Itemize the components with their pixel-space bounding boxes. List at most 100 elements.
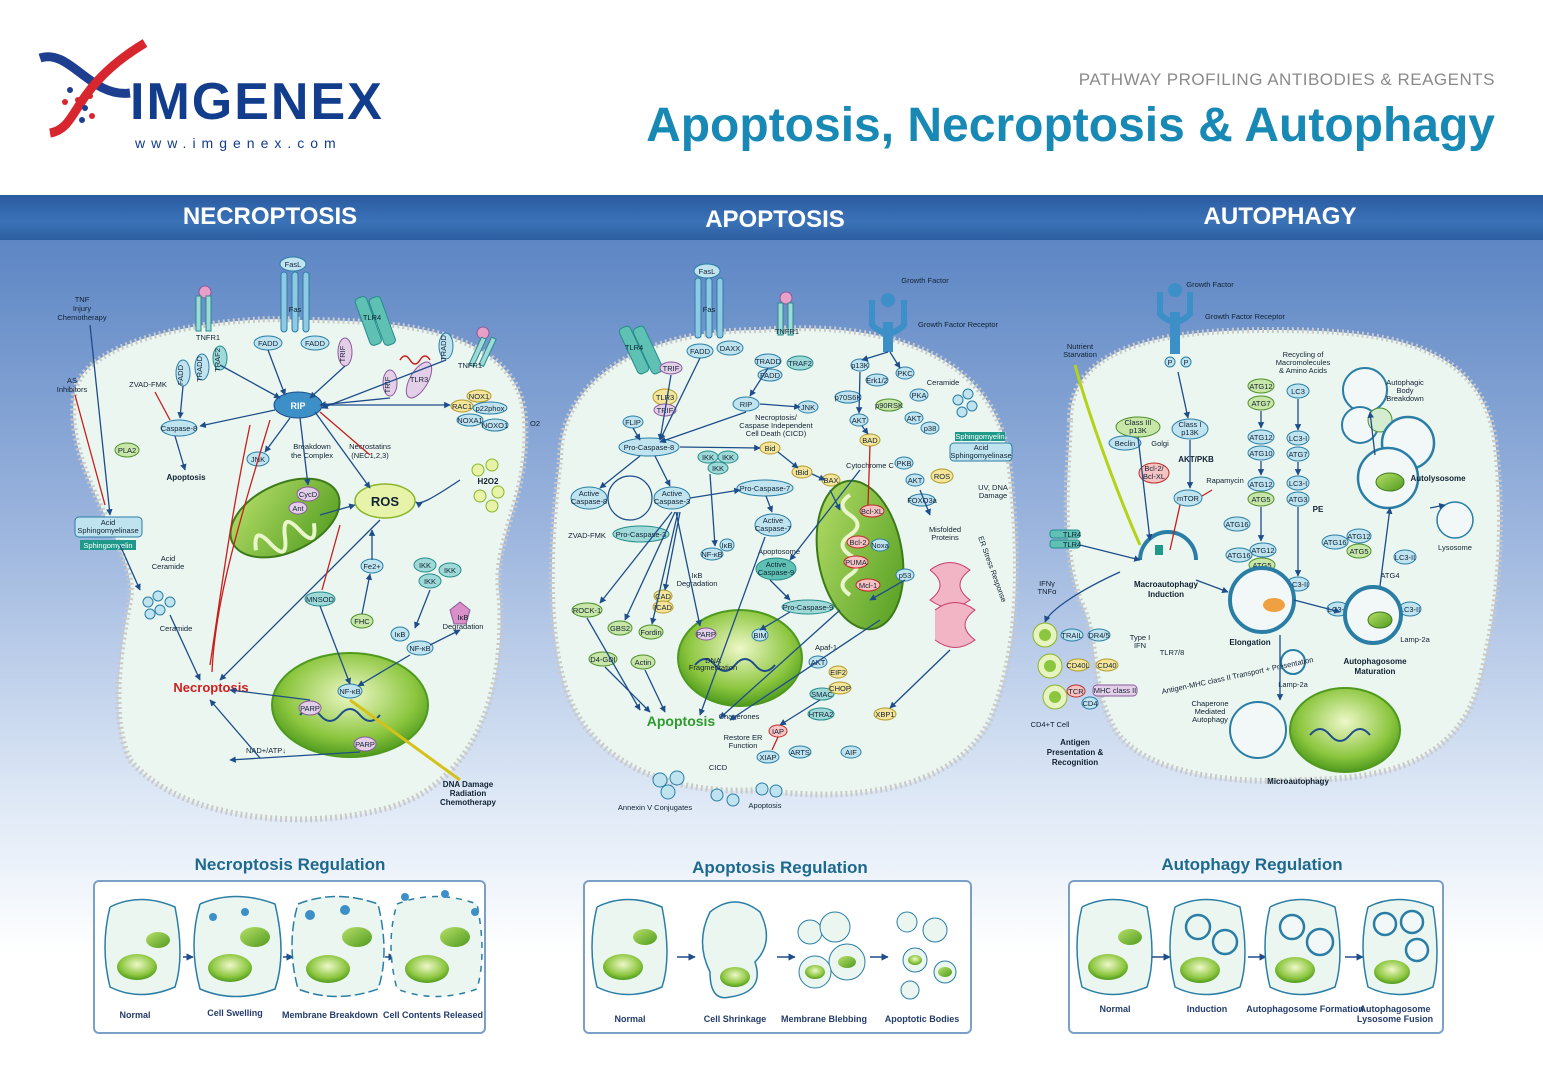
svg-text:FADD: FADD [760,371,781,380]
ceramide-cluster [142,590,176,620]
autophagy-regulation-box: Normal Induction Autophagosome Formation… [1068,880,1444,1034]
svg-text:CAD: CAD [655,592,671,601]
svg-text:CICD: CICD [709,763,728,772]
svg-text:Mediated: Mediated [1195,707,1226,716]
svg-text:Pro-Caspase-7: Pro-Caspase-7 [740,484,790,493]
svg-text:Caspase-7: Caspase-7 [755,524,791,533]
svg-text:O2: O2 [530,419,540,428]
svg-text:TLR3: TLR3 [656,393,674,402]
svg-text:PARP: PARP [300,704,320,713]
svg-text:TLR4: TLR4 [1063,530,1081,539]
svg-text:FADD: FADD [176,364,185,385]
svg-text:Active: Active [766,560,786,569]
svg-text:TNFα: TNFα [1038,587,1058,596]
annexin-blebs [652,770,783,807]
svg-text:BIM: BIM [753,631,766,640]
svg-text:PLA2: PLA2 [118,446,136,455]
svg-text:Autophagy: Autophagy [1192,715,1228,724]
svg-text:DNA: DNA [705,656,721,665]
stage-label: Normal [1099,1004,1131,1014]
ros-node: ROS [371,494,400,509]
svg-text:Cytochrome C: Cytochrome C [846,461,895,470]
svg-text:UV, DNA: UV, DNA [978,483,1008,492]
svg-text:FasL: FasL [285,260,302,269]
svg-text:FADD: FADD [258,339,279,348]
svg-text:Microautophagy: Microautophagy [1267,777,1329,786]
auto-stage-fusion [1362,898,1438,996]
svg-text:LC3-I: LC3-I [1289,434,1307,443]
svg-text:MHC class II: MHC class II [1094,686,1137,695]
pathway-diagram: .cell{fill:#eaf6ef;stroke:#c9c9c9;stroke… [57,256,1503,823]
svg-text:Active: Active [579,489,599,498]
svg-text:ATG12: ATG12 [1347,532,1370,541]
svg-text:Acid: Acid [101,518,116,527]
apoptosis-cell: FasL Fas TNFR1 TLR4 Growth Factor Growth… [548,263,1019,812]
svg-text:TNFR1: TNFR1 [775,327,799,336]
svg-text:Cell Death (CICD): Cell Death (CICD) [746,429,807,438]
svg-text:NAD+/ATP↓: NAD+/ATP↓ [246,746,286,755]
svg-text:FasL: FasL [699,267,716,276]
svg-text:IKK: IKK [702,453,714,462]
svg-text:ATG16: ATG16 [1323,538,1346,547]
svg-text:FADD: FADD [690,347,711,356]
svg-text:IFN: IFN [1134,641,1146,650]
svg-text:IKK: IKK [419,561,431,570]
svg-text:Growth Factor Receptor: Growth Factor Receptor [918,320,999,329]
svg-text:CD40L: CD40L [1066,661,1089,670]
svg-text:Growth Factor Receptor: Growth Factor Receptor [1205,312,1286,321]
svg-text:TRADD: TRADD [755,357,781,366]
svg-text:ROS: ROS [934,472,950,481]
stage-label: Cell Contents Released [382,1010,484,1020]
svg-text:Sphingomyelin: Sphingomyelin [955,432,1004,441]
svg-text:CD4+T Cell: CD4+T Cell [1031,720,1070,729]
svg-text:Erk1/2: Erk1/2 [866,376,888,385]
svg-text:p13K: p13K [1181,428,1199,437]
svg-text:Ant: Ant [292,504,304,513]
svg-text:TLR7/8: TLR7/8 [1160,648,1185,657]
svg-text:Actin: Actin [635,658,652,667]
svg-text:Degradation: Degradation [677,579,718,588]
er-structure [929,562,976,648]
svg-text:Lamp-2a: Lamp-2a [1400,635,1430,644]
svg-text:Active: Active [763,516,783,525]
svg-text:TRADD: TRADD [439,335,448,361]
svg-text:AIF: AIF [845,748,857,757]
svg-text:Sphingomyelinase: Sphingomyelinase [77,526,138,535]
svg-text:p22phox: p22phox [476,404,505,413]
svg-text:p90RSK: p90RSK [875,401,903,410]
svg-text:IκB: IκB [395,630,406,639]
h2o2-cluster: H2O2 [471,458,505,513]
svg-text:Necroptosis/: Necroptosis/ [755,413,798,422]
svg-text:p38: p38 [924,424,937,433]
svg-text:PUMA: PUMA [845,558,867,567]
svg-text:XBP1: XBP1 [875,710,894,719]
apop-ceramide-cluster [952,388,978,418]
svg-text:ROCK-1: ROCK-1 [573,606,601,615]
svg-text:CycD: CycD [299,490,318,499]
apop-stage-bodies [896,911,957,1000]
svg-text:D4-GDI: D4-GDI [590,655,615,664]
svg-text:Apoptosome: Apoptosome [758,547,800,556]
svg-text:PE: PE [1313,505,1324,514]
logo-url[interactable]: www.imgenex.com [135,135,342,151]
svg-text:TLR3: TLR3 [410,375,428,384]
svg-text:ZVAD-FMK: ZVAD-FMK [568,531,606,540]
svg-text:ATG7: ATG7 [1288,450,1307,459]
svg-text:Ceramide: Ceramide [152,562,185,571]
stage-label: Cell Swelling [207,1008,263,1018]
necroptosis-cell: FasL Fas TNFR1 TLR4 TLR3 TNFR1 FADD [57,256,540,823]
svg-text:Caspase-9: Caspase-9 [758,568,794,577]
svg-text:NOX1: NOX1 [469,392,489,401]
svg-text:FADD: FADD [305,339,326,348]
svg-text:p53: p53 [899,571,912,580]
auto-stage-formation [1264,898,1341,996]
svg-text:TRAF2: TRAF2 [213,348,222,372]
apop-mitochondrion [815,479,905,631]
svg-text:Noxa: Noxa [871,541,889,550]
apop-stage-normal [591,898,668,996]
stage-label: Apoptotic Bodies [884,1014,960,1024]
svg-text:NF-κB: NF-κB [409,644,430,653]
svg-text:Bid: Bid [765,444,776,453]
svg-text:PARP: PARP [355,740,375,749]
fasl-receptor: FasL Fas [279,256,310,333]
